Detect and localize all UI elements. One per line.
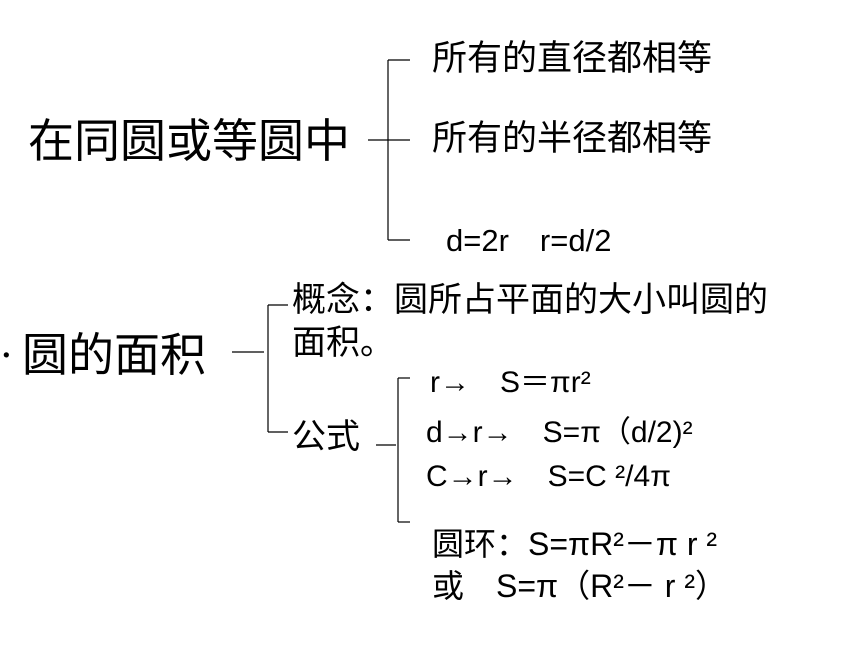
formula-3: C→r→ S=C ²/4π <box>426 460 671 493</box>
section1-item-1: 所有的直径都相等 <box>432 39 713 79</box>
concept-line-1: 概念：圆所占平面的大小叫圆的 <box>292 280 768 320</box>
section1-heading: 在同圆或等圆中 <box>28 114 350 168</box>
section1-item-2: 所有的半径都相等 <box>432 119 713 159</box>
section2-heading: 圆的面积 <box>22 328 206 382</box>
formula-label: 公式 <box>292 417 360 457</box>
formula-2: d→r→ S=π（d/2)² <box>426 416 693 449</box>
ring-line-2: 或 S=π（R²－ r ²） <box>432 568 727 604</box>
ring-line-1: 圆环：S=πR²－π r ² <box>432 526 718 562</box>
section1-item-3: d=2r r=d/2 <box>446 223 612 258</box>
section2-prefix-mark: · <box>0 333 13 379</box>
formula-1: r→ S＝πr² <box>430 366 591 399</box>
concept-line-2: 面积。 <box>292 323 394 363</box>
